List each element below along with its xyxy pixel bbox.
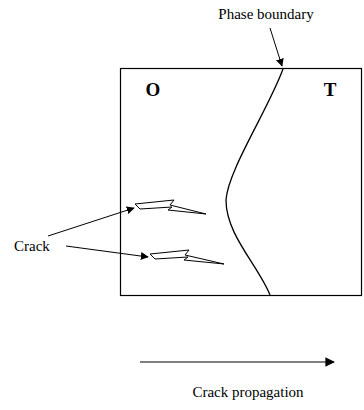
specimen-box	[121, 69, 362, 296]
crack-label: Crack	[14, 238, 50, 255]
direction-arrow	[140, 361, 334, 362]
crack-symbol	[135, 200, 206, 214]
leader-line	[66, 246, 148, 257]
phase-label: O	[146, 80, 161, 101]
phase-boundary-curve	[226, 69, 283, 295]
leader-line	[48, 208, 134, 236]
boundary-label: Phase boundary	[218, 6, 313, 23]
direction-label: Crack propagation	[192, 384, 303, 401]
crack-symbol	[150, 250, 224, 264]
phase-label: T	[324, 80, 337, 101]
leader-line	[270, 28, 282, 66]
